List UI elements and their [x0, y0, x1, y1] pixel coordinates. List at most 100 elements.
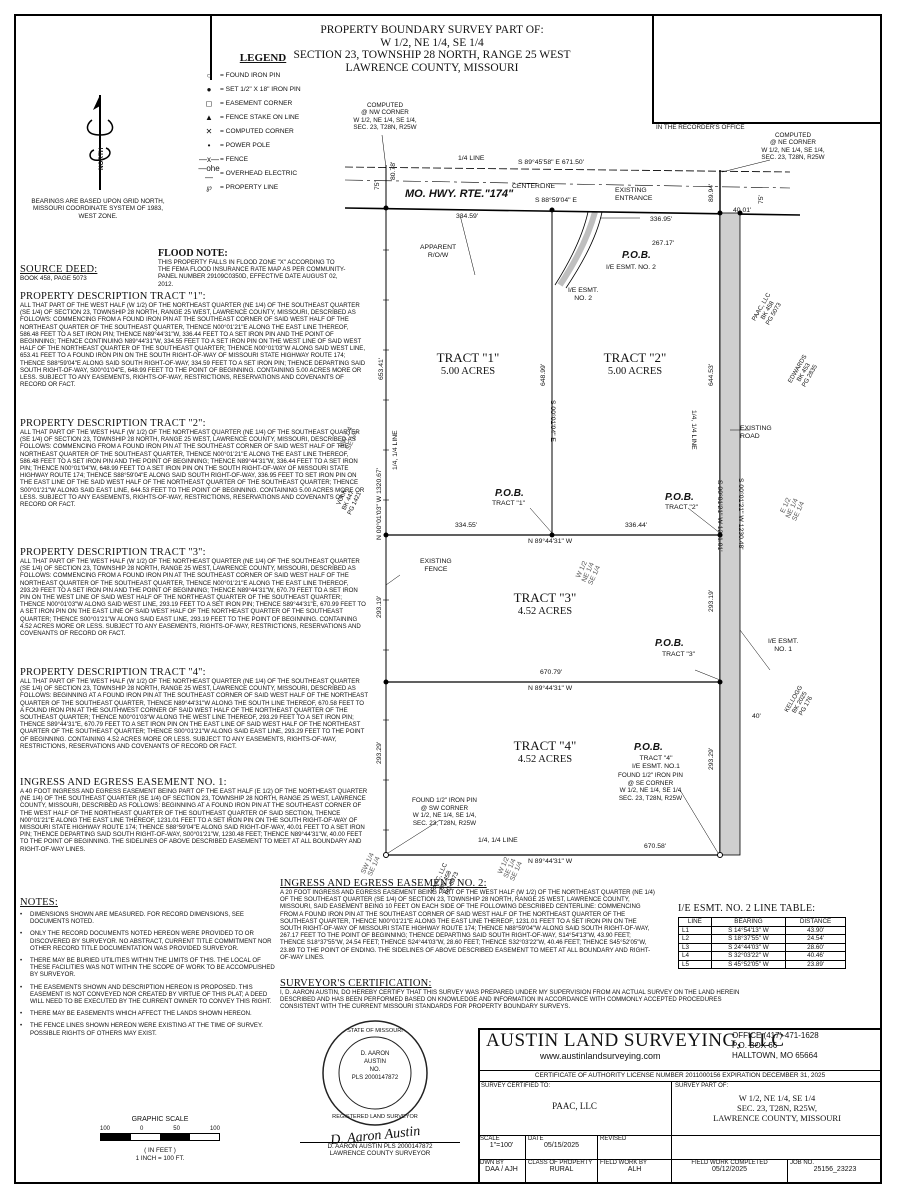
bullet-icon: •	[20, 1022, 23, 1030]
dim-89-94: 89.94'	[708, 183, 715, 202]
legend-item: ●= SET 1/2" X 18" IRON PIN	[198, 82, 328, 96]
bullet-icon: •	[20, 930, 23, 938]
note-item: •THERE MAY BE BURIED UTILITIES WITHIN TH…	[20, 957, 275, 979]
bullet-icon: •	[20, 957, 23, 965]
legend-list: ○= FOUND IRON PIN●= SET 1/2" X 18" IRON …	[198, 68, 328, 194]
pob-tract4: P.O.B.	[634, 742, 663, 753]
row-bearing-label: S 88°59'04" E	[535, 197, 577, 204]
company-website: www.austinlandsurveying.com	[540, 1051, 661, 1061]
company-contact: OFFICE (417)-471-1628 P.O. BOX 66 HALLTO…	[732, 1031, 819, 1060]
legend-heading: LEGEND	[239, 52, 287, 64]
source-deed: SOURCE DEED: BOOK 458, PAGE 5073	[20, 264, 98, 282]
pob-esmt2-label: P.O.B.	[622, 250, 651, 261]
dim-648-99: 648.99'	[540, 363, 547, 386]
highway-label: MO. HWY. RTE."174"	[405, 188, 514, 200]
dim-334-59: 334.59'	[456, 213, 479, 220]
dim-40: 40'	[752, 713, 761, 720]
legend-symbol-icon: ✕	[205, 126, 213, 136]
legend-label: = SET 1/2" X 18" IRON PIN	[220, 85, 301, 93]
dim-653-41: 653.41'	[378, 357, 385, 380]
date-cell: DATE 05/15/2025	[526, 1136, 598, 1160]
legend-symbol-icon: •	[207, 140, 211, 150]
surveyor-seal	[322, 1020, 428, 1126]
east-quarter-line: 1/4, 1/4 LINE	[690, 410, 697, 450]
note-item: •THE FENCE LINES SHOWN HEREON WERE EXIST…	[20, 1022, 263, 1037]
tract-4-label: TRACT "4" 4.52 ACRES	[513, 738, 577, 765]
scale-bar	[100, 1133, 220, 1142]
revised-cell: REVISED	[598, 1136, 672, 1160]
legend-item: • = POWER POLE	[198, 138, 328, 152]
flood-note: FLOOD NOTE: THIS PROPERTY FALLS IN FLOOD…	[158, 248, 346, 288]
dim-75-west: 75'	[374, 181, 381, 190]
tract-description-4: PROPERTY DESCRIPTION TRACT "4": ALL THAT…	[20, 667, 368, 750]
quarter-line-label: 1/4 LINE	[458, 155, 485, 162]
legend: LEGEND ○= FOUND IRON PIN●= SET 1/2" X 18…	[198, 52, 328, 194]
signature-block: D. AARON AUSTIN PLS 2000147872 LAWRENCE …	[300, 1142, 460, 1158]
note-item: •THERE MAY BE EASEMENTS WHICH AFFECT THE…	[20, 1010, 252, 1018]
dim-40-01: 40.01'	[733, 207, 752, 214]
certificate-of-authority: CERTIFICATE OF AUTHORITY LICENSE NUMBER …	[478, 1070, 882, 1082]
legend-label: = POWER POLE	[220, 141, 271, 149]
bearing-mid-1: N 89°44'31" W	[528, 538, 573, 545]
west-bearing: N 00°01'03" W 1320.67'	[376, 468, 383, 540]
note-item: •THE EASEMENTS SHOWN AND DESCRIPTION HER…	[20, 983, 272, 1006]
pob-tract3: P.O.B.	[655, 638, 684, 649]
legend-item: ✕ = COMPUTED CORNER	[198, 124, 328, 138]
legend-symbol-icon: —ohe—	[198, 164, 220, 182]
legend-symbol-icon: —x—	[199, 154, 219, 164]
legend-label: = FENCE STAKE ON LINE	[220, 113, 300, 121]
legend-item: ◻= EASEMENT CORNER	[198, 96, 328, 110]
bearing-mid-2: N 89°44'31" W	[528, 685, 573, 692]
drawn-by-cell: DWN BY DAA / AJH	[478, 1160, 526, 1184]
dim-75-east: 75'	[758, 195, 765, 204]
east-bearing-1: S 00°01'21" W 1231.01'	[716, 480, 723, 552]
dim-267-17: 267.17'	[652, 240, 675, 247]
dim-336-95: 336.95'	[650, 216, 673, 223]
seal-ring-bottom: REGISTERED LAND SURVEYOR	[332, 1114, 418, 1120]
legend-symbol-icon: ▲	[205, 112, 213, 122]
graphic-scale: GRAPHIC SCALE 100 0 50 100 ( IN FEET ) 1…	[100, 1116, 220, 1162]
ie-esmt-1-label: I/E ESMT.NO. 1	[768, 638, 799, 653]
north-arrow	[86, 95, 114, 190]
east-bearing-2: S 00°01'21" W 1230.48'	[737, 478, 744, 550]
bearing-south: N 89°44'31" W	[528, 858, 573, 865]
legend-symbol-icon: ◻	[205, 98, 213, 108]
north-label: NORTH	[98, 147, 105, 170]
pob-tract2: P.O.B.	[665, 492, 694, 503]
note-item: •ONLY THE RECORD DOCUMENTS NOTED HEREON …	[20, 930, 272, 952]
tract-description-1: PROPERTY DESCRIPTION TRACT "1": ALL THAT…	[20, 291, 366, 389]
title-box: PROPERTY BOUNDARY SURVEY PART OF: W 1/2,…	[210, 14, 654, 80]
seal-ring-top: STATE OF MISSOURI	[347, 1028, 403, 1034]
legend-label: = COMPUTED CORNER	[220, 127, 294, 135]
pob-tract1: P.O.B.	[495, 488, 524, 499]
mid-bearing: S 00°01'04" E	[549, 400, 556, 442]
legend-label: = OVERHEAD ELECTRIC	[220, 169, 298, 177]
title-block	[478, 1028, 882, 1184]
easement-1-description: INGRESS AND EGRESS EASEMENT NO. 1: A 40 …	[20, 777, 368, 853]
legend-item: ○= FOUND IRON PIN	[198, 68, 328, 82]
bullet-icon: •	[20, 983, 23, 991]
dim-293-29-east: 293.29'	[708, 747, 715, 770]
scale-cell: SCALE 1"=100'	[478, 1136, 526, 1160]
dim-670-79: 670.79'	[540, 669, 563, 676]
notes-list: •DIMENSIONS SHOWN ARE MEASURED. FOR RECO…	[20, 911, 275, 1037]
ie-esmt-2-label: I/E ESMT. NO. 2	[606, 264, 656, 271]
notes: NOTES: •DIMENSIONS SHOWN ARE MEASURED. F…	[20, 897, 275, 1037]
dim-336-44: 336.44'	[625, 522, 648, 529]
blank-cell	[672, 1136, 882, 1160]
ie-esmt-2-end-label: I/E ESMT.NO. 2	[568, 287, 599, 302]
bearings-note: BEARINGS ARE BASED UPON GRID NORTH, MISS…	[31, 198, 165, 220]
legend-item: ℘= PROPERTY LINE	[198, 180, 328, 194]
tract-2-label: TRACT "2" 5.00 ACRES	[603, 350, 667, 377]
dim-293-19-west: 293.19'	[376, 595, 383, 618]
job-cell: JOB NO. 25156_23223	[790, 1160, 857, 1173]
recorder-box: IN THE RECORDER'S OFFICE	[652, 14, 882, 131]
